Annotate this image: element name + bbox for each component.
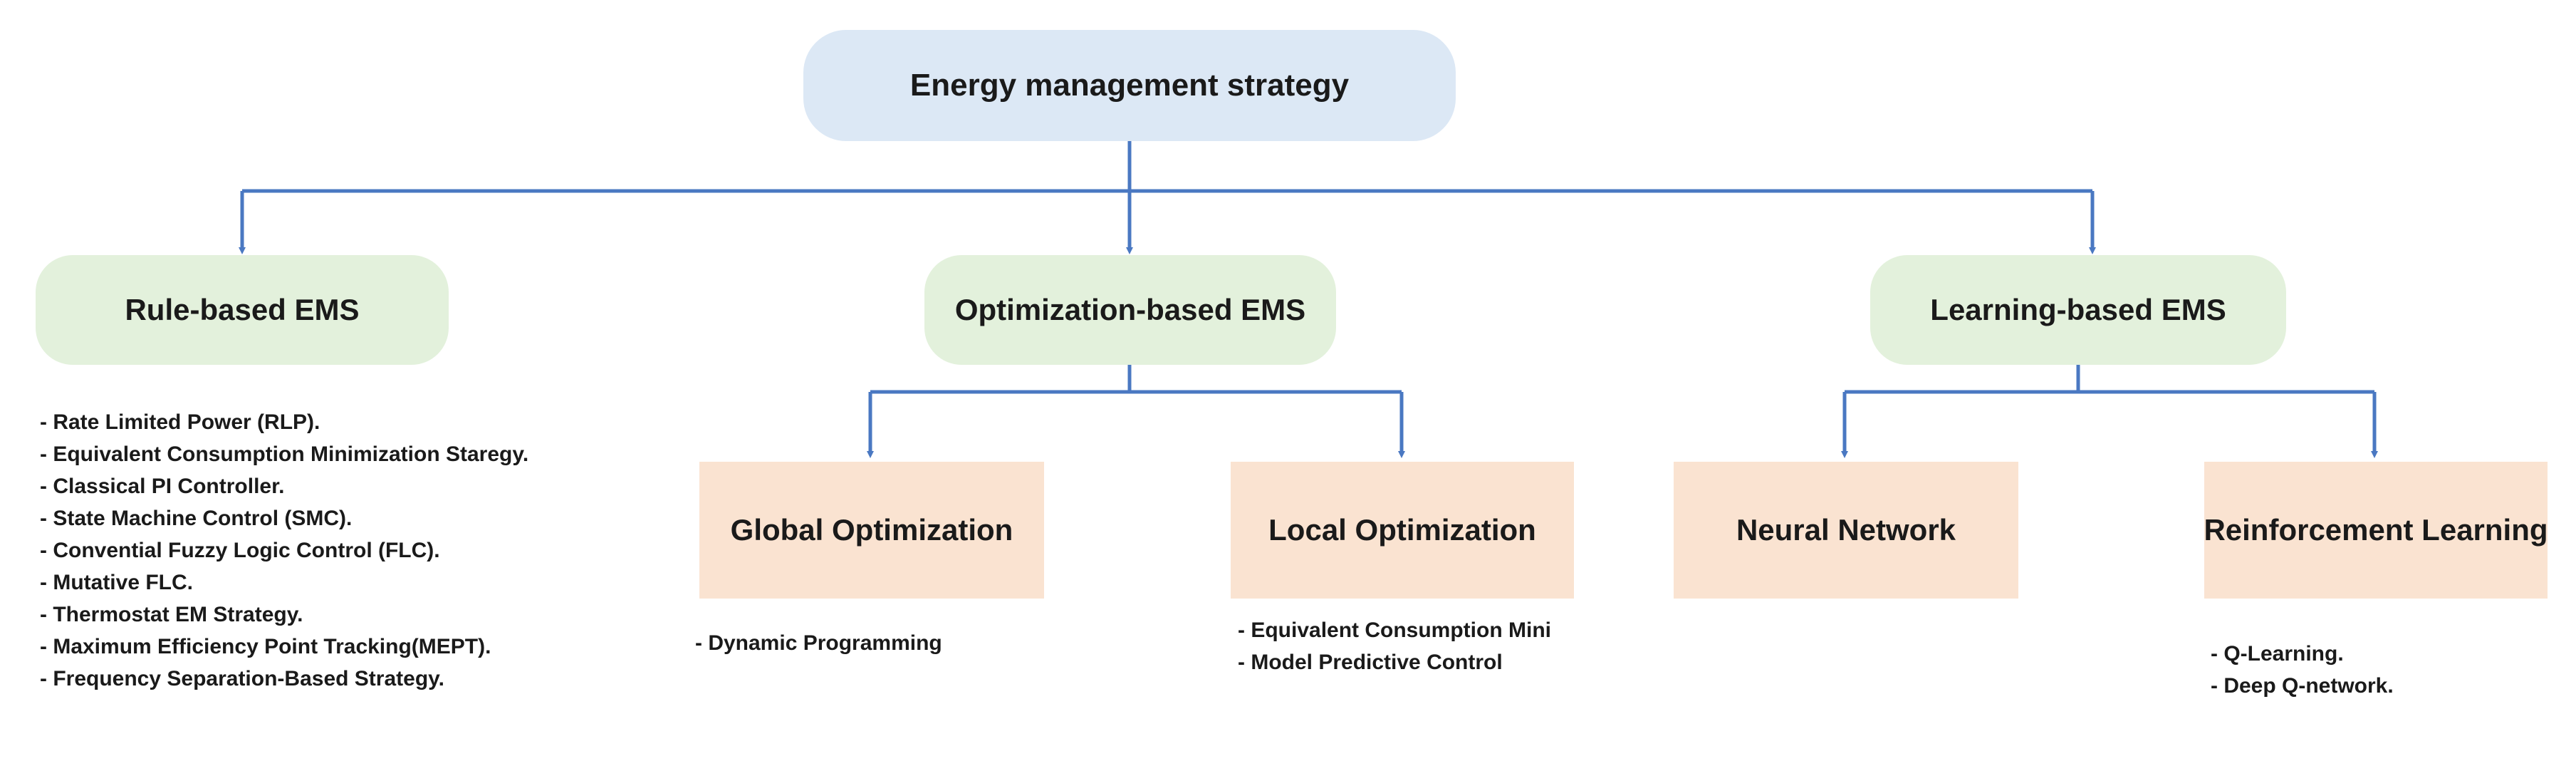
local-optimization-node: Local Optimization xyxy=(1231,462,1574,599)
learning-based-node: Learning-based EMS xyxy=(1870,255,2286,365)
list-item: - Thermostat EM Strategy. xyxy=(40,603,303,626)
list-item: - Classical PI Controller. xyxy=(40,475,285,498)
neural-network-label: Neural Network xyxy=(1736,513,1956,547)
neural-network-node: Neural Network xyxy=(1674,462,2018,599)
rule-based-list: - Rate Limited Power (RLP). - Equivalent… xyxy=(40,406,528,695)
list-item: - Q-Learning. xyxy=(2211,642,2344,666)
optimization-based-label: Optimization-based EMS xyxy=(954,293,1306,326)
global-optimization-label: Global Optimization xyxy=(730,513,1013,547)
global-optimization-node: Global Optimization xyxy=(699,462,1044,599)
reinforcement-learning-label: Reinforcement Learning xyxy=(2204,513,2548,547)
global-optimization-list: - Dynamic Programming xyxy=(695,627,942,659)
reinforcement-learning-list: - Q-Learning. - Deep Q-network. xyxy=(2211,638,2394,702)
list-item: - Rate Limited Power (RLP). xyxy=(40,410,320,434)
local-optimization-list: - Equivalent Consumption Mini - Model Pr… xyxy=(1238,614,1551,678)
local-optimization-label: Local Optimization xyxy=(1268,513,1536,547)
root-node: Energy management strategy xyxy=(803,30,1456,141)
list-item: - Dynamic Programming xyxy=(695,631,942,655)
rule-based-label: Rule-based EMS xyxy=(125,293,360,326)
list-item: - Frequency Separation-Based Strategy. xyxy=(40,667,444,690)
reinforcement-learning-node: Reinforcement Learning xyxy=(2204,462,2548,599)
list-item: - Deep Q-network. xyxy=(2211,674,2394,698)
root-label: Energy management strategy xyxy=(909,68,1350,103)
list-item: - Maximum Efficiency Point Tracking(MEPT… xyxy=(40,635,491,658)
list-item: - Mutative FLC. xyxy=(40,571,193,594)
list-item: - Equivalent Consumption Minimization St… xyxy=(40,442,529,466)
list-item: - Convential Fuzzy Logic Control (FLC). xyxy=(40,539,440,562)
list-item: - Model Predictive Control xyxy=(1238,651,1503,674)
list-item: - State Machine Control (SMC). xyxy=(40,507,353,530)
optimization-based-node: Optimization-based EMS xyxy=(924,255,1336,365)
rule-based-node: Rule-based EMS xyxy=(36,255,449,365)
learning-based-label: Learning-based EMS xyxy=(1930,293,2226,326)
list-item: - Equivalent Consumption Mini xyxy=(1238,619,1551,642)
